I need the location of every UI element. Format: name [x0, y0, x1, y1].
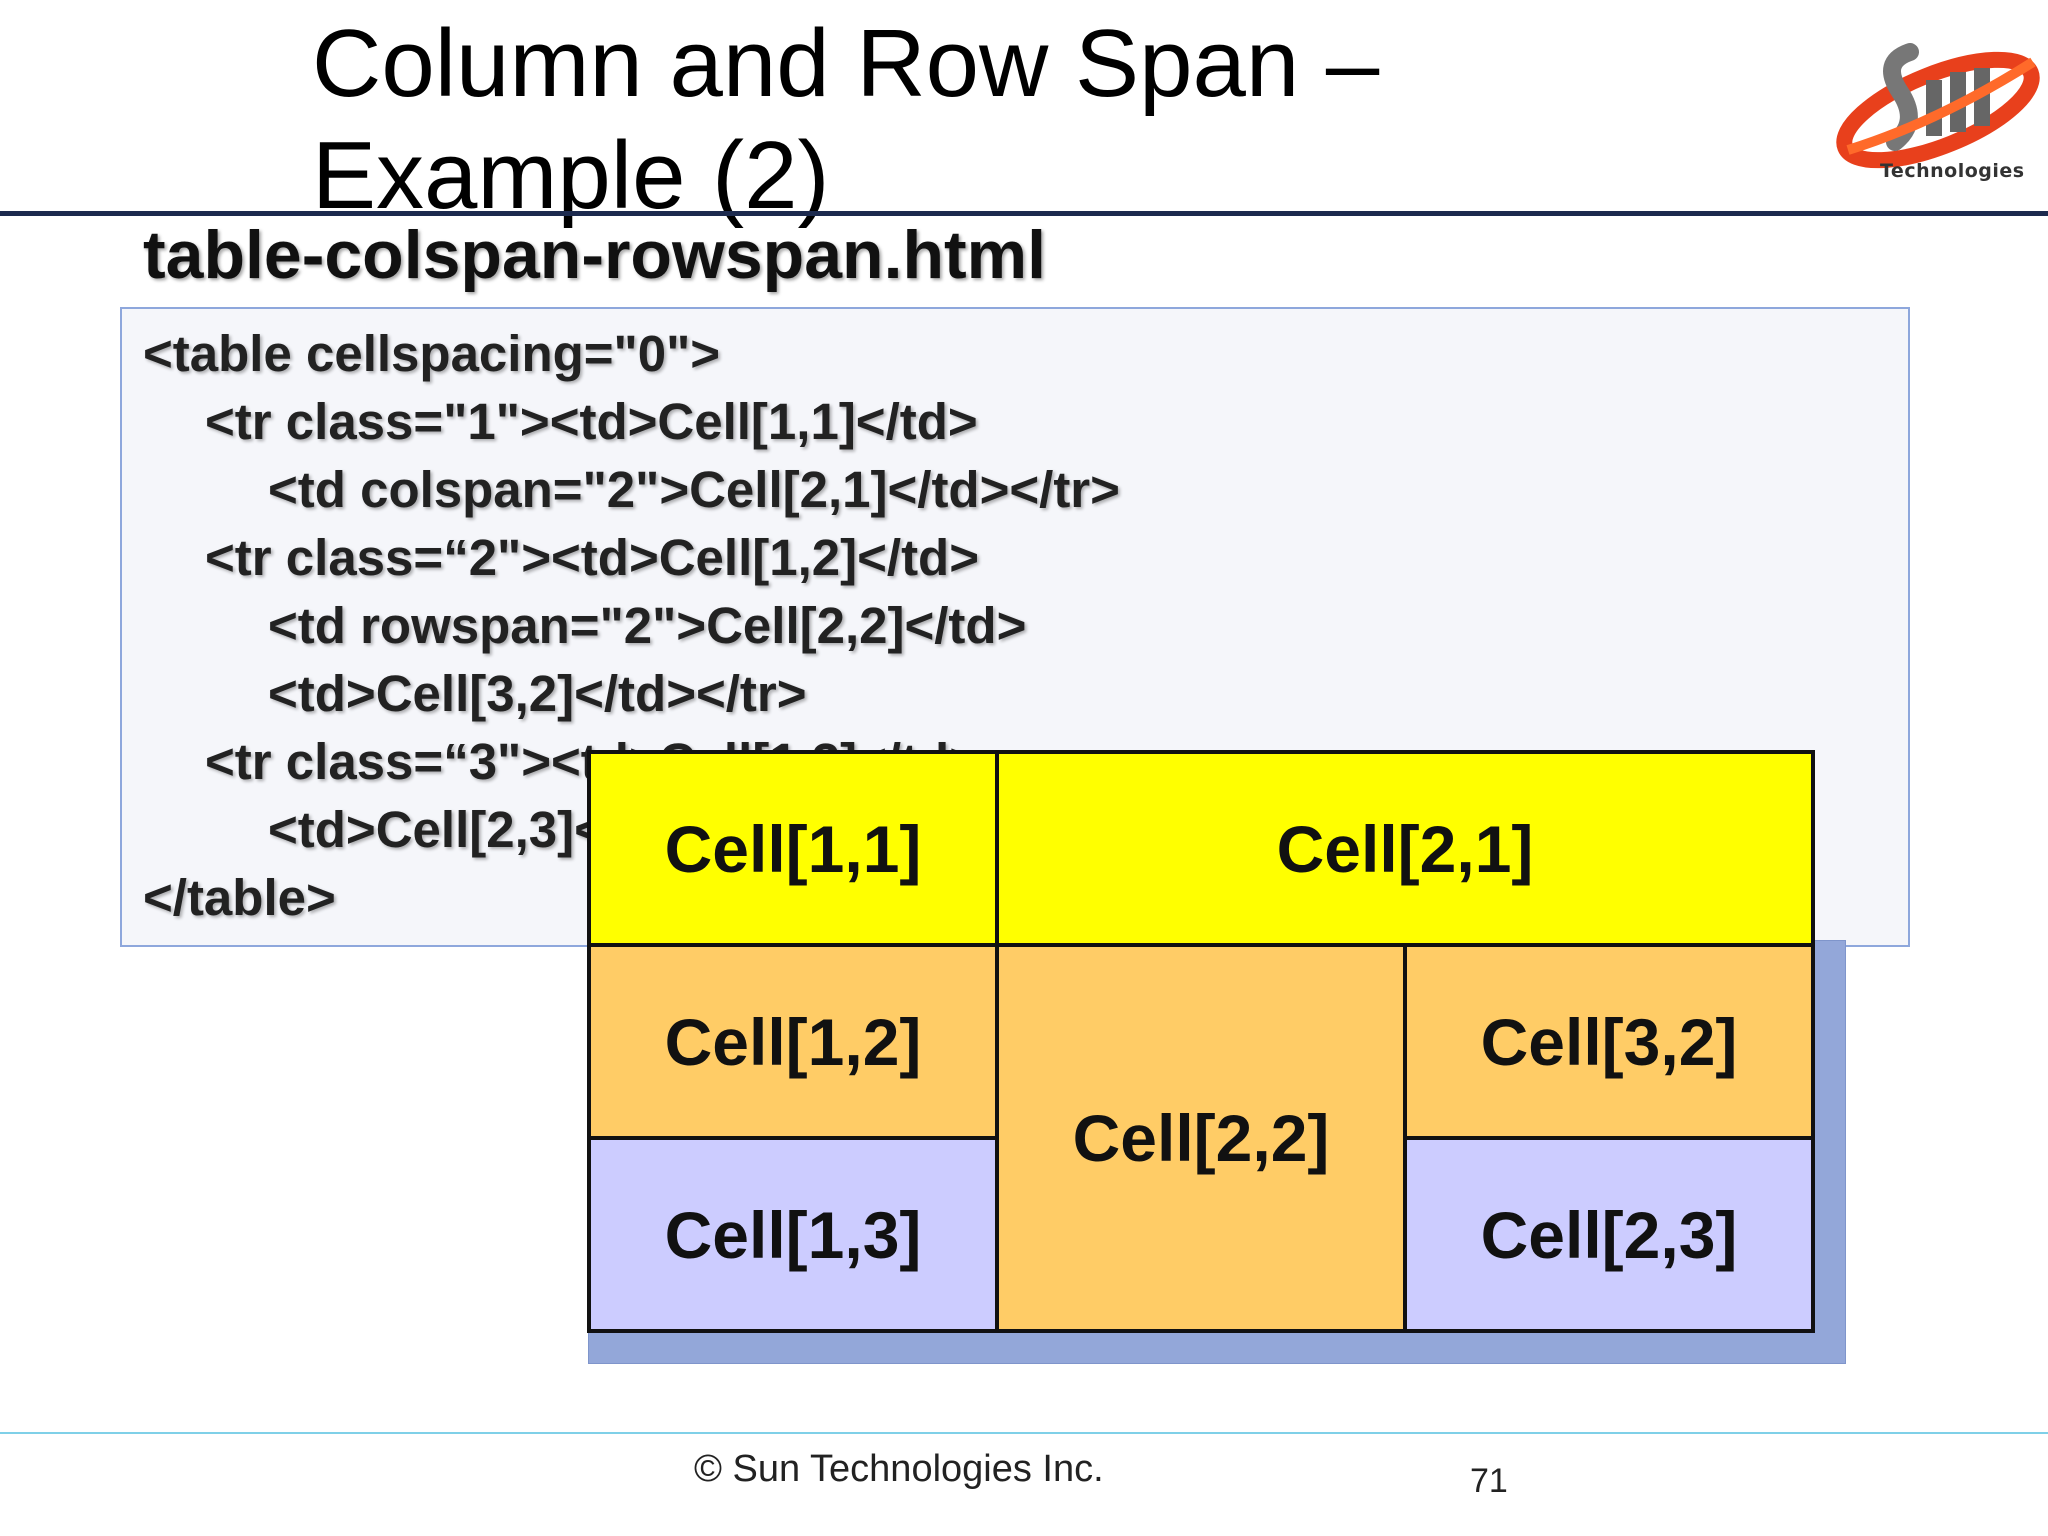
- header-divider: [0, 211, 2048, 216]
- table-row: Cell[1,2] Cell[2,2] Cell[3,2]: [587, 943, 1815, 1333]
- table-row: Cell[1,1] Cell[2,1]: [587, 750, 1815, 947]
- code-line: <table cellspacing="0">: [143, 325, 721, 382]
- cell-2-2: Cell[2,2]: [995, 943, 1407, 1333]
- logo-text: Technologies: [1880, 160, 2025, 182]
- page-number: 71: [1470, 1462, 1508, 1500]
- cell-2-3: Cell[2,3]: [1403, 1136, 1815, 1333]
- code-line: <tr class="1"><td>Cell[1,1]</td>: [205, 393, 978, 450]
- code-line: <tr class=“2"><td>Cell[1,2]</td>: [205, 529, 979, 586]
- cell-1-2: Cell[1,2]: [587, 943, 999, 1140]
- slide-title: Column and Row Span – Example (2): [312, 8, 1712, 232]
- code-line: <td>Cell[3,2]</td></tr>: [268, 665, 807, 722]
- code-line: <td colspan="2">Cell[2,1]</td></tr>: [268, 461, 1120, 518]
- slide-title-line-1: Column and Row Span –: [312, 10, 1380, 117]
- table-row: Cell[1,3] Cell[2,3]: [587, 1136, 1815, 1333]
- rendered-table-example: Cell[1,1] Cell[2,1] Cell[1,2] Cell[2,2] …: [587, 750, 1815, 1333]
- cell-1-3: Cell[1,3]: [587, 1136, 999, 1333]
- code-line: </table>: [143, 869, 336, 926]
- cell-1-1: Cell[1,1]: [587, 750, 999, 947]
- file-name-heading: table-colspan-rowspan.html: [143, 217, 1046, 293]
- copyright-text: © Sun Technologies Inc.: [694, 1448, 1104, 1490]
- cell-2-1: Cell[2,1]: [995, 750, 1815, 947]
- cell-3-2: Cell[3,2]: [1403, 943, 1815, 1140]
- footer-divider: [0, 1432, 2048, 1434]
- code-line: <td rowspan="2">Cell[2,2]</td>: [268, 597, 1027, 654]
- sun-technologies-logo-icon: [1836, 43, 2040, 169]
